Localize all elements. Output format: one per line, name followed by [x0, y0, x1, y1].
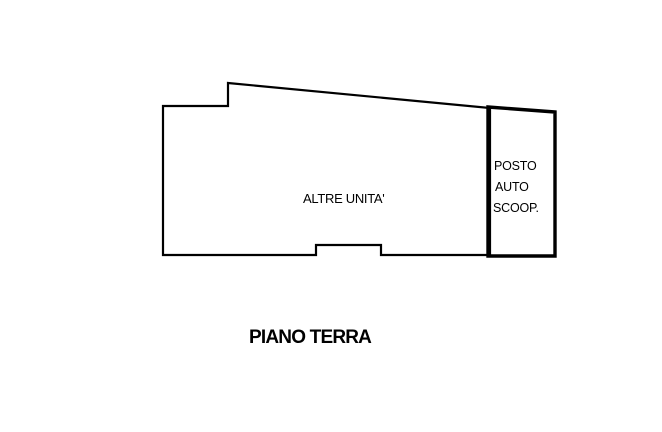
parking-label-line-1: POSTO — [494, 159, 537, 173]
parking-label-line-2: AUTO — [495, 180, 529, 194]
parking-space-outline — [486, 105, 557, 258]
other-units-outline — [161, 81, 492, 257]
floor-title: PIANO TERRA — [249, 327, 372, 348]
parking-label-line-3: SCOOP. — [493, 201, 539, 215]
other-units-label: ALTRE UNITA' — [303, 191, 384, 206]
